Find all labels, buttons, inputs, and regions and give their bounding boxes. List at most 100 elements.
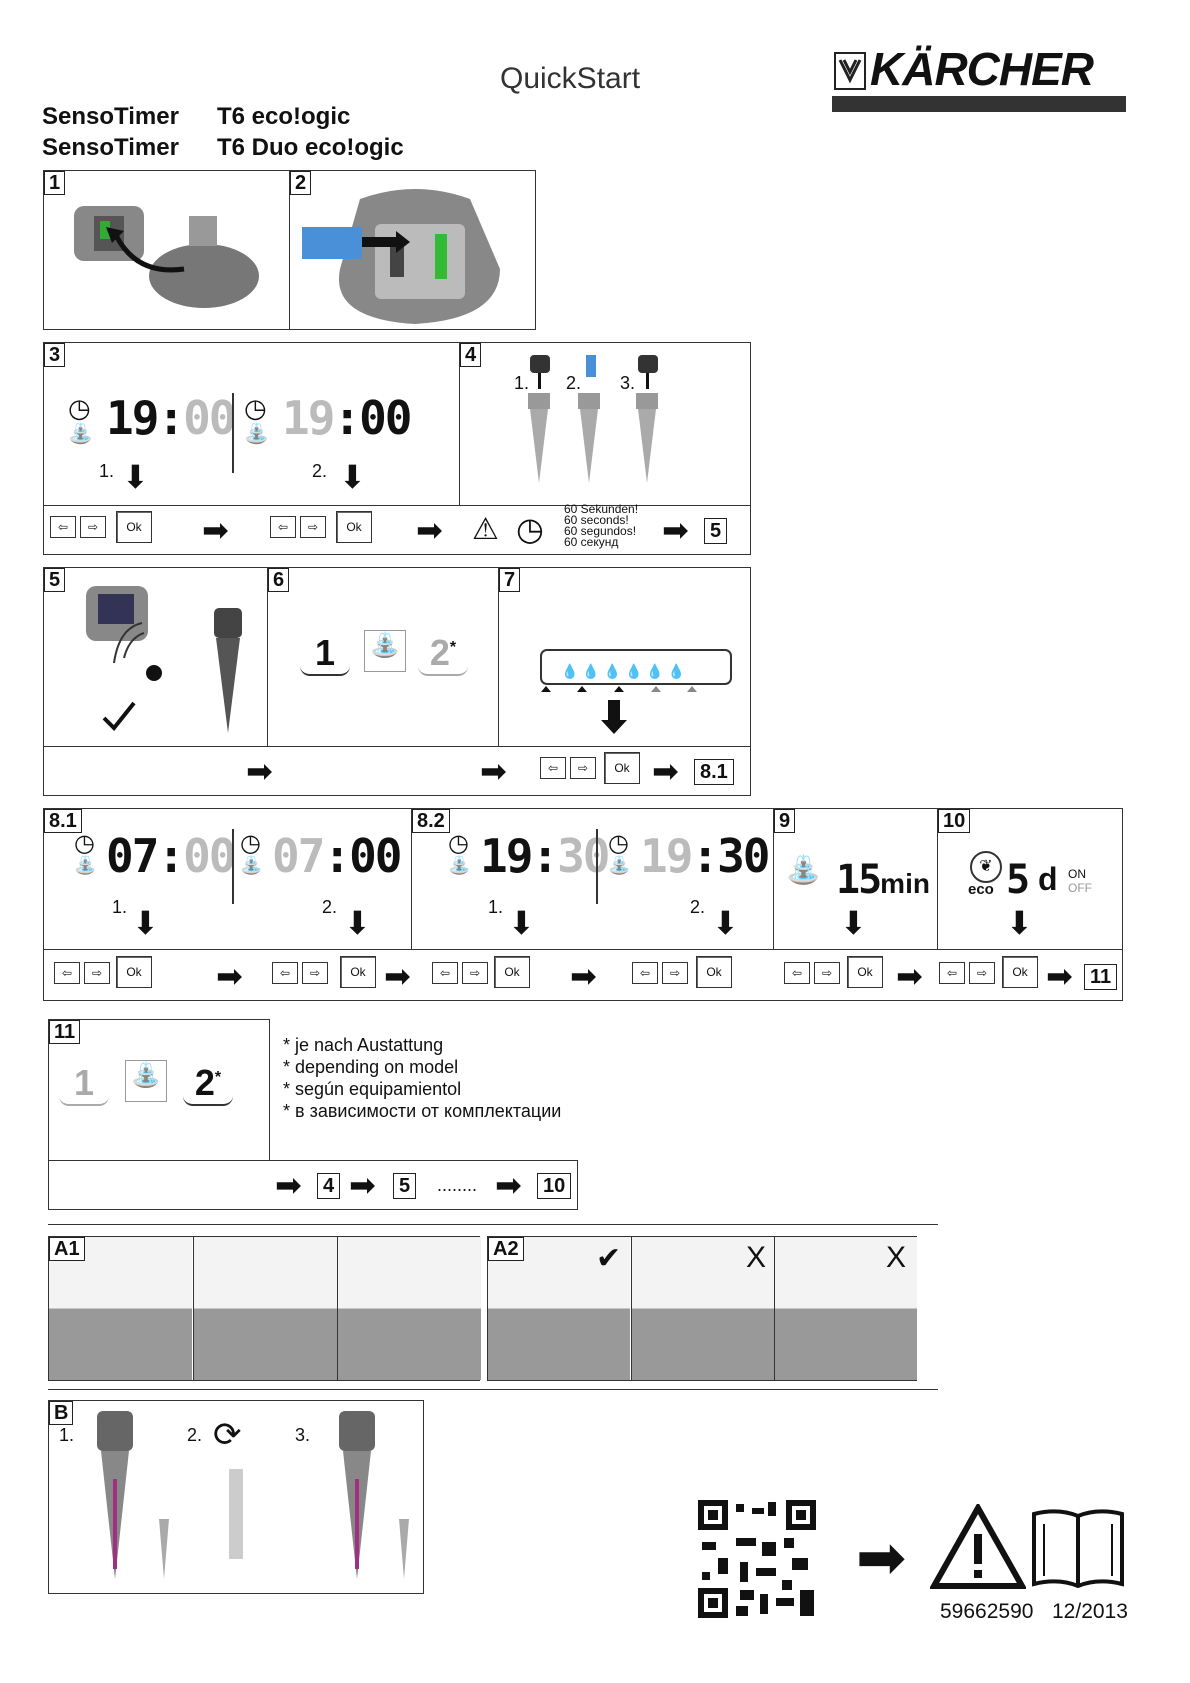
wait-line: 60 секунд — [564, 535, 619, 549]
down-arrow-icon: ⬇ — [840, 905, 867, 941]
page-title: QuickStart — [500, 62, 641, 95]
left-button[interactable]: ⇦ — [540, 757, 566, 779]
zone-number: 2 — [194, 1062, 215, 1103]
eco-label: eco — [968, 881, 994, 898]
lcd-separator: : — [157, 829, 185, 883]
section-divider — [48, 1224, 938, 1225]
step-6-panel: 6 1 ⛲ 2* — [267, 567, 499, 747]
right-arrow-icon: ➡ — [202, 512, 229, 548]
faucet-icon: ⛲ — [364, 630, 406, 672]
right-button[interactable]: ⇨ — [662, 962, 688, 984]
step-number: 3 — [44, 343, 66, 367]
right-arrow-icon: ➡ — [384, 958, 411, 994]
section-b-panel: B 1. 2. ⟳ 3. — [48, 1400, 424, 1594]
right-arrow-icon: ➡ — [349, 1167, 376, 1203]
footnote: * je nach Austattung * depending on mode… — [283, 1034, 561, 1122]
right-button[interactable]: ⇨ — [300, 516, 326, 538]
right-button[interactable]: ⇨ — [84, 962, 110, 984]
right-button[interactable]: ⇨ — [969, 962, 995, 984]
down-arrow-icon: ⬇ — [344, 905, 371, 941]
brand-logo: KÄRCHER — [832, 43, 1126, 114]
wait-line: 60 Sekunden! — [564, 502, 639, 516]
ok-button[interactable]: Ok — [1002, 956, 1038, 988]
qr-code — [696, 1498, 818, 1620]
right-arrow-icon: ➡ — [480, 753, 507, 789]
ok-button[interactable]: Ok — [604, 752, 640, 784]
right-button[interactable]: ⇨ — [814, 962, 840, 984]
interval-unit: d — [1038, 861, 1058, 897]
on-label: ON — [1068, 867, 1086, 881]
right-button[interactable]: ⇨ — [302, 962, 328, 984]
substep-label: 1. — [112, 897, 128, 917]
zone-1-indicator: 1 — [300, 632, 350, 676]
product-series-2: SensoTimer — [42, 134, 179, 161]
section-a1-panel: A1 A1 — [48, 1236, 481, 1381]
lcd-minutes: 00 — [349, 829, 402, 883]
moisture-level-icon: 💧 💧 💧 💧 💧 💧 — [540, 649, 732, 734]
footnote-line: * depending on model — [283, 1057, 459, 1077]
step-number: 11 — [49, 1020, 81, 1044]
manual-book-icon — [1028, 1506, 1128, 1595]
left-button[interactable]: ⇦ — [432, 962, 458, 984]
lcd-minutes: 30 — [557, 829, 610, 883]
right-arrow-icon: ➡ — [1046, 958, 1073, 994]
section-label: A2 — [488, 1237, 524, 1261]
right-button[interactable]: ⇨ — [80, 516, 106, 538]
left-button[interactable]: ⇦ — [54, 962, 80, 984]
right-arrow-icon: ➡ — [495, 1167, 522, 1203]
ok-button[interactable]: Ok — [340, 956, 376, 988]
sensor-connection-icon — [86, 586, 242, 733]
lcd-hours: 19 — [282, 391, 335, 445]
electrode-replacement-icon — [97, 1411, 409, 1579]
step-number: 9 — [774, 809, 796, 833]
lcd-hours: 07 — [106, 829, 159, 883]
wrong-placement-scene-1 — [631, 1237, 774, 1380]
product-model-1: T6 eco!ogic — [217, 103, 351, 130]
battery-insert-icon — [302, 189, 500, 324]
step-10-panel: 10 ❦ eco 5 d ON OFF ⬇ — [937, 808, 1123, 950]
right-button[interactable]: ⇨ — [570, 757, 596, 779]
ok-button[interactable]: Ok — [116, 511, 152, 543]
substep-label: 1. — [514, 373, 530, 393]
left-button[interactable]: ⇦ — [632, 962, 658, 984]
lcd-separator: : — [531, 829, 559, 883]
wait-text: 60 Sekunden! 60 seconds! 60 segundos! 60… — [564, 502, 639, 549]
eco-leaf-icon: ❦ — [970, 851, 1002, 883]
ok-button[interactable]: Ok — [494, 956, 530, 988]
product-model-2: T6 Duo eco!ogic — [217, 134, 404, 161]
section-label: B — [49, 1401, 74, 1425]
watering-can-icon: ⛲ — [244, 423, 269, 445]
step-number: 2 — [290, 171, 312, 195]
substep-label: 1. — [59, 1425, 75, 1445]
watering-can-icon: ⛲ — [786, 854, 821, 885]
step-2-panel: 2 — [289, 170, 536, 330]
left-button[interactable]: ⇦ — [50, 516, 76, 538]
lcd-start-time-hours: 07:00 — [106, 829, 236, 883]
ok-button[interactable]: Ok — [116, 956, 152, 988]
lcd-separator: : — [691, 829, 719, 883]
wrong-mark: X — [886, 1241, 907, 1274]
watering-can-icon: ⛲ — [68, 423, 93, 445]
right-button[interactable]: ⇨ — [462, 962, 488, 984]
goto-step: 8.1 — [694, 759, 734, 785]
left-button[interactable]: ⇦ — [939, 962, 965, 984]
left-button[interactable]: ⇦ — [270, 516, 296, 538]
lcd-minutes: 00 — [183, 391, 236, 445]
zone-number: 1 — [73, 1062, 95, 1103]
down-arrow-icon: ⬇ — [122, 459, 149, 495]
down-arrow-icon: ⬇ — [1006, 905, 1033, 941]
ok-button[interactable]: Ok — [696, 956, 732, 988]
substep-label: 2. — [690, 897, 706, 917]
left-button[interactable]: ⇦ — [784, 962, 810, 984]
lcd-time-minutes-setting: 19:00 — [282, 391, 412, 445]
goto-step: 11 — [1084, 964, 1118, 990]
left-button[interactable]: ⇦ — [272, 962, 298, 984]
sensor-insert-scene-3 — [337, 1237, 481, 1380]
ok-button[interactable]: Ok — [847, 956, 883, 988]
wait-line: 60 seconds! — [564, 513, 629, 527]
step-11-controls: ➡ 4 ➡ 5 ........ ➡ 10 — [48, 1160, 578, 1210]
footnote-line: * je nach Austattung — [283, 1035, 444, 1055]
goto-step: 10 — [537, 1173, 572, 1199]
ok-button[interactable]: Ok — [336, 511, 372, 543]
ellipsis: ........ — [437, 1175, 478, 1195]
